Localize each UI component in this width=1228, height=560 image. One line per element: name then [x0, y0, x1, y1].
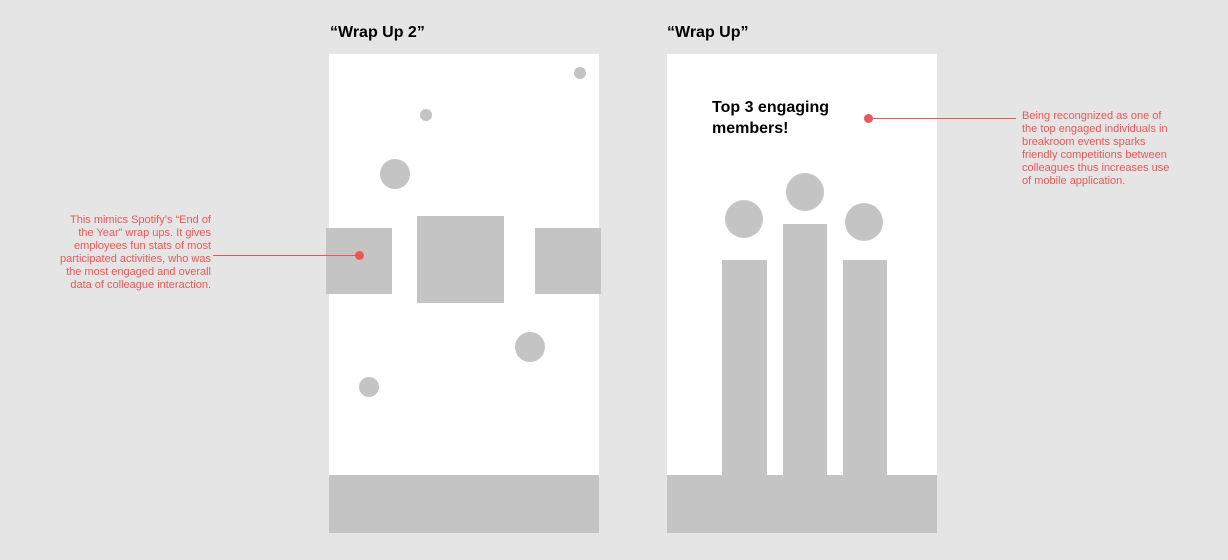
avatar-third-place — [845, 203, 883, 241]
annotation-right-line: breakroom events sparks — [1022, 136, 1146, 148]
annotation-left: This mimics Spotify’s “End of the Year” … — [14, 214, 211, 292]
annotation-right-connector — [870, 118, 1016, 119]
placeholder-avatar — [515, 332, 545, 362]
bottom-bar-placeholder — [667, 475, 937, 533]
annotation-left-line: employees fun stats of most — [74, 240, 211, 252]
annotation-left-line: the Year” wrap ups. It gives — [78, 227, 211, 239]
wrap-up-screen: Top 3 engaging members! — [667, 54, 937, 533]
frame-title-wrap-up: “Wrap Up” — [667, 24, 749, 41]
annotation-left-line: the most engaged and overall — [66, 266, 211, 278]
annotation-right-line: friendly competitions between — [1022, 149, 1167, 161]
placeholder-avatar — [380, 159, 410, 189]
annotation-right-line: the top engaged individuals in — [1022, 123, 1168, 135]
annotation-right: Being recongnized as one of the top enga… — [1022, 110, 1222, 188]
placeholder-dot — [420, 109, 432, 121]
frame-title-wrap-up-2: “Wrap Up 2” — [330, 24, 425, 41]
heading-line-1: Top 3 engaging — [712, 99, 830, 116]
podium-bar-third — [843, 260, 887, 480]
annotation-left-connector — [213, 255, 359, 256]
annotation-right-marker — [864, 114, 873, 123]
annotation-right-line: Being recongnized as one of — [1022, 110, 1162, 122]
annotation-left-line: participated activities, who was — [59, 253, 211, 265]
annotation-left-marker — [355, 251, 364, 260]
placeholder-dot — [359, 377, 379, 397]
podium-bar-first — [783, 224, 827, 480]
placeholder-card-center — [417, 216, 504, 303]
bottom-bar-placeholder — [329, 475, 599, 533]
placeholder-card-right — [535, 228, 601, 294]
placeholder-dot — [574, 67, 586, 79]
wrap-up-2-screen — [326, 54, 601, 533]
annotation-left-line: data of colleague interaction. — [70, 279, 211, 291]
avatar-second-place — [725, 200, 763, 238]
annotation-left-line: This mimics Spotify’s “End of — [69, 214, 211, 226]
podium-bar-second — [722, 260, 767, 480]
avatar-first-place — [786, 173, 824, 211]
annotation-right-line: colleagues thus increases use — [1022, 162, 1170, 174]
heading-line-2: members! — [712, 120, 789, 137]
annotation-right-line: of mobile application. — [1022, 175, 1126, 187]
top-engaging-heading: Top 3 engaging members! — [712, 97, 829, 139]
placeholder-card-left — [326, 228, 392, 294]
